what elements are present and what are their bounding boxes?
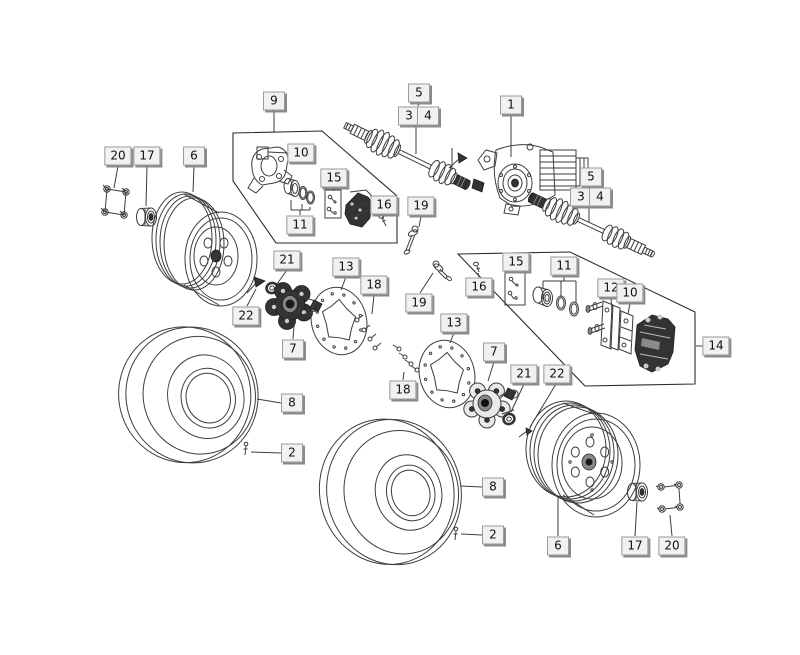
part-label-16-left[interactable]: 16 (370, 195, 398, 215)
leader-line-21-right (510, 383, 525, 413)
part-label-20-left[interactable]: 20 (104, 146, 132, 166)
part-label-18-right[interactable]: 18 (389, 380, 417, 400)
leader-line-19-bottom (419, 272, 434, 294)
part-label-13-right[interactable]: 13 (440, 313, 468, 333)
leader-line-2-right (460, 533, 483, 536)
leader-line-8-left (256, 398, 282, 404)
part-label-6-left[interactable]: 6 (183, 146, 205, 166)
hardware-box-right (504, 271, 526, 306)
brake-pads-left (344, 189, 375, 228)
part-label-16-right[interactable]: 16 (465, 277, 493, 297)
leader-line-16-left (382, 214, 385, 220)
lug-nut-left (136, 207, 157, 227)
leader-line-13-left (340, 276, 347, 291)
tire-right (318, 418, 462, 566)
axle-shaft-right (527, 192, 655, 258)
pad-screw-right (473, 261, 481, 273)
part-label-19-top[interactable]: 19 (407, 196, 435, 216)
part-label-21-left[interactable]: 21 (273, 250, 301, 270)
pin-bracket-12 (585, 300, 621, 351)
leader-line-7-left (292, 325, 295, 340)
leader-line-20-left (113, 165, 119, 189)
leader-line-20-right (669, 514, 673, 537)
part-label-15-right[interactable]: 15 (502, 252, 530, 272)
leader-line-19-top (418, 215, 422, 228)
tire-left (118, 326, 259, 464)
leader-line-22-left (246, 288, 257, 307)
leader-line-16-right (477, 272, 480, 278)
leader-line-10-left (267, 151, 290, 154)
leader-line-17-right (634, 501, 638, 537)
hardware-box-left (324, 189, 342, 219)
bolts-19-top (403, 225, 419, 255)
lug-nut-right (627, 482, 648, 502)
part-label-10-left[interactable]: 10 (287, 143, 315, 163)
part-label-2-left[interactable]: 2 (281, 443, 303, 463)
caliper-bracket-left (247, 146, 293, 194)
part-label-3-right[interactable]: 3 (570, 187, 592, 207)
mounting-plate-right (618, 310, 634, 355)
leader-line-2-left (250, 451, 282, 454)
part-label-5-left[interactable]: 5 (408, 83, 430, 103)
part-label-22-left[interactable]: 22 (232, 306, 260, 326)
part-label-1[interactable]: 1 (500, 95, 522, 115)
brake-caliper-right (634, 314, 676, 373)
part-label-4-right[interactable]: 4 (589, 187, 611, 207)
part-label-17-right[interactable]: 17 (621, 536, 649, 556)
valve-stem-right (453, 526, 459, 541)
leader-line-7-right (487, 361, 495, 382)
direction-arrow-left (246, 276, 266, 294)
part-label-7-right[interactable]: 7 (483, 342, 505, 362)
disc-bolts-left (354, 314, 382, 351)
wheel-bolts-left (100, 184, 130, 219)
part-label-21-right[interactable]: 21 (510, 364, 538, 384)
seal-right (502, 412, 516, 426)
leader-line-17-left (145, 165, 148, 207)
hub-right (463, 382, 519, 429)
brake-disc-right (418, 339, 476, 409)
leader-line-6-left (192, 165, 195, 193)
part-label-10-right[interactable]: 10 (616, 283, 644, 303)
bolts-19-bottom (432, 260, 452, 282)
leader-line-13-right (449, 332, 455, 344)
leader-line-5-left (417, 102, 420, 107)
wheel-rim-right (525, 400, 641, 518)
leader-line-8-right (459, 485, 483, 488)
part-label-5-right[interactable]: 5 (580, 167, 602, 187)
leader-line-22-right (529, 383, 557, 428)
part-label-19-bottom[interactable]: 19 (405, 293, 433, 313)
part-label-14[interactable]: 14 (702, 336, 730, 356)
axle-shaft-left (343, 121, 471, 190)
part-label-8-left[interactable]: 8 (281, 393, 303, 413)
assembly-box-14 (456, 251, 696, 387)
part-label-9[interactable]: 9 (263, 91, 285, 111)
piston-seals-left (283, 178, 315, 205)
part-label-20-right[interactable]: 20 (658, 536, 686, 556)
part-label-4-left[interactable]: 4 (417, 106, 439, 126)
part-label-11-left[interactable]: 11 (286, 215, 314, 235)
leader-line-10-right (627, 302, 631, 315)
part-label-13-left[interactable]: 13 (332, 257, 360, 277)
part-label-18-left[interactable]: 18 (360, 275, 388, 295)
part-label-22-right[interactable]: 22 (543, 364, 571, 384)
brake-disc-left (310, 286, 368, 356)
leader-line-12-right (610, 297, 613, 311)
part-label-15-left[interactable]: 15 (320, 168, 348, 188)
wheel-rim-left (151, 191, 258, 307)
leader-line-18-right (402, 371, 405, 381)
disc-bolts-right (392, 344, 420, 373)
part-label-8-right[interactable]: 8 (482, 477, 504, 497)
part-label-17-left[interactable]: 17 (133, 146, 161, 166)
valve-stem-left (243, 441, 249, 456)
wheel-bolts-right (655, 481, 684, 513)
leader-line-18-left (371, 294, 375, 315)
part-label-7-left[interactable]: 7 (282, 339, 304, 359)
part-label-2-right[interactable]: 2 (482, 525, 504, 545)
part-label-11-right[interactable]: 11 (550, 256, 578, 276)
part-label-6-right[interactable]: 6 (547, 536, 569, 556)
leader-line-21-left (276, 269, 288, 285)
assembly-box-9 (232, 130, 398, 244)
